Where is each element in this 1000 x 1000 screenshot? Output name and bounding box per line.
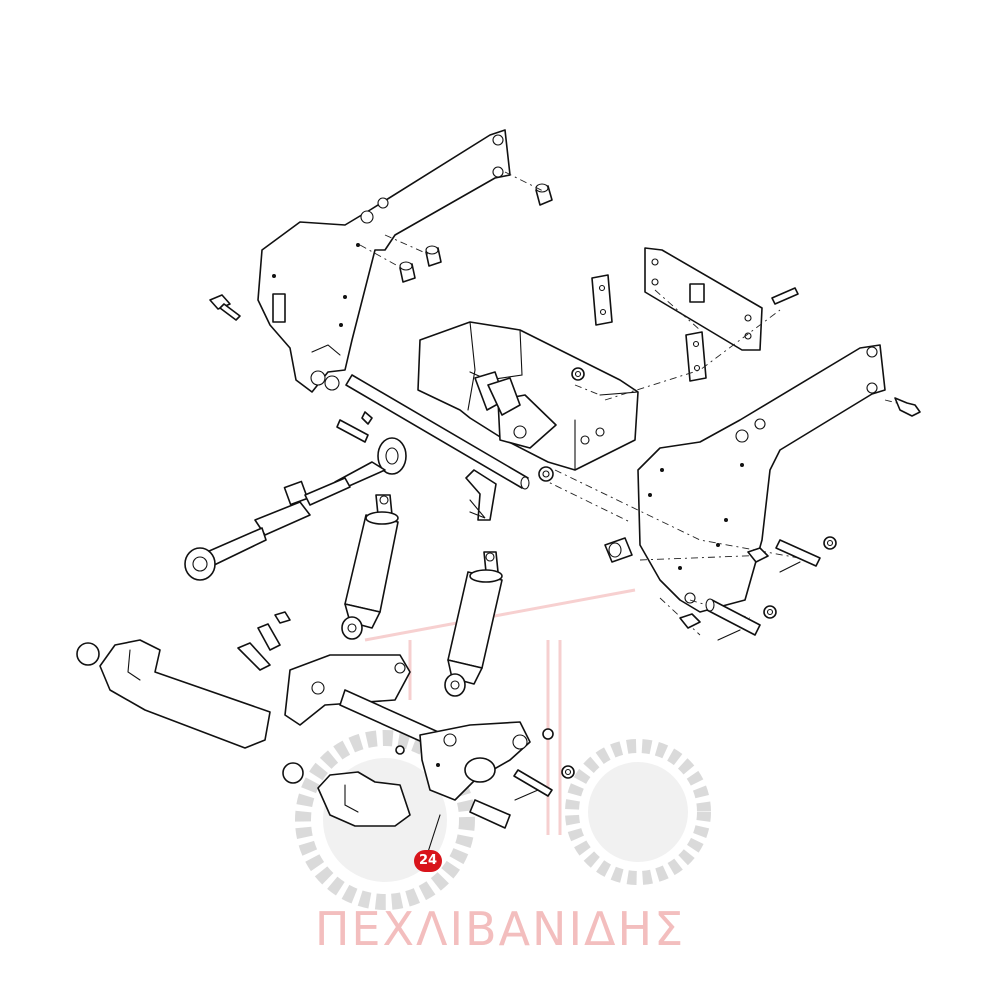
bushing-right <box>604 537 633 563</box>
hydraulic-cylinder-left <box>341 494 399 640</box>
cross-shaft <box>345 374 530 490</box>
hydraulic-cylinder-right <box>444 551 503 697</box>
mounting-plates <box>591 247 799 382</box>
center-cross-frame <box>417 321 639 471</box>
watermark-rear-wheel <box>295 730 475 910</box>
lower-link-left <box>76 639 271 749</box>
pins-lower <box>237 611 291 671</box>
bolt-upper-left <box>209 294 241 321</box>
watermark-frame <box>364 588 636 835</box>
part-callout-badge[interactable]: 24 <box>414 850 442 872</box>
lower-link-bracket <box>284 654 531 801</box>
nuts <box>395 367 837 779</box>
callout-leader <box>427 814 441 853</box>
right-side-plate <box>637 344 886 613</box>
bolts-right <box>679 397 921 641</box>
watermark-front-wheel <box>565 739 711 885</box>
lower-link-right <box>282 762 411 827</box>
clip-and-pin <box>465 469 497 521</box>
spacer-bushings-upper <box>399 183 553 283</box>
left-side-plate <box>257 129 511 393</box>
watermark-brand-name: ΠΕΧΛΙΒΑΝΙΔΗΣ <box>314 902 686 956</box>
top-link-assembly <box>184 411 407 581</box>
pins-right-lower <box>469 769 553 829</box>
